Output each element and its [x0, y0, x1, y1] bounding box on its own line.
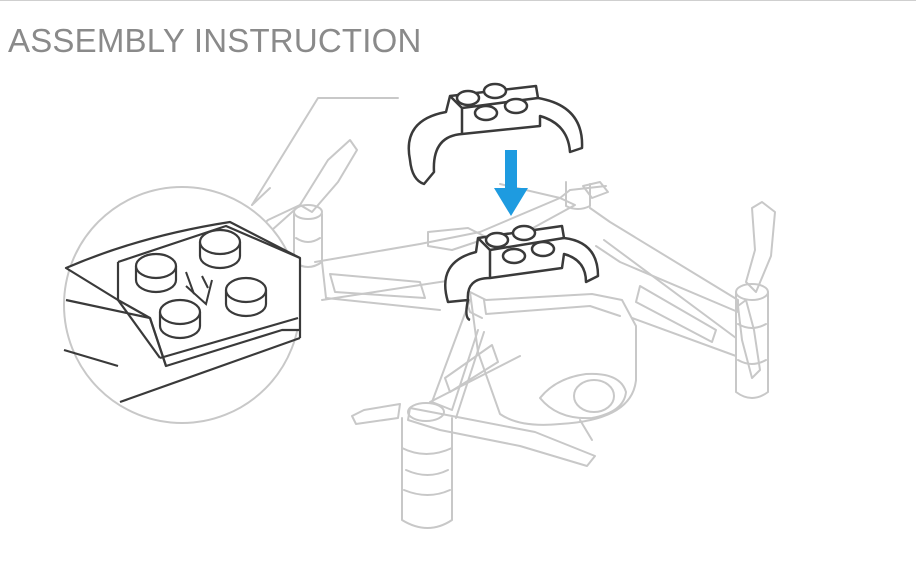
drop-arrow-icon: [494, 150, 528, 216]
stud-group: [134, 228, 268, 340]
callout-connectors: [251, 97, 399, 206]
brick-adapter-mounted: [443, 224, 600, 322]
front-left-rotor: [351, 402, 596, 529]
drone-illustration: [245, 97, 776, 529]
right-rotor: [735, 201, 776, 399]
stud-direction-arrow-icon: [185, 271, 213, 306]
zoom-callout: [63, 186, 302, 424]
page-title: ASSEMBLY INSTRUCTION: [8, 22, 422, 59]
drone-shell: [465, 291, 637, 441]
drone-frame: [314, 183, 739, 419]
top-divider: [0, 0, 916, 1]
rear-right-rotor: [565, 181, 609, 210]
brick-adapter-floating: [407, 82, 584, 186]
